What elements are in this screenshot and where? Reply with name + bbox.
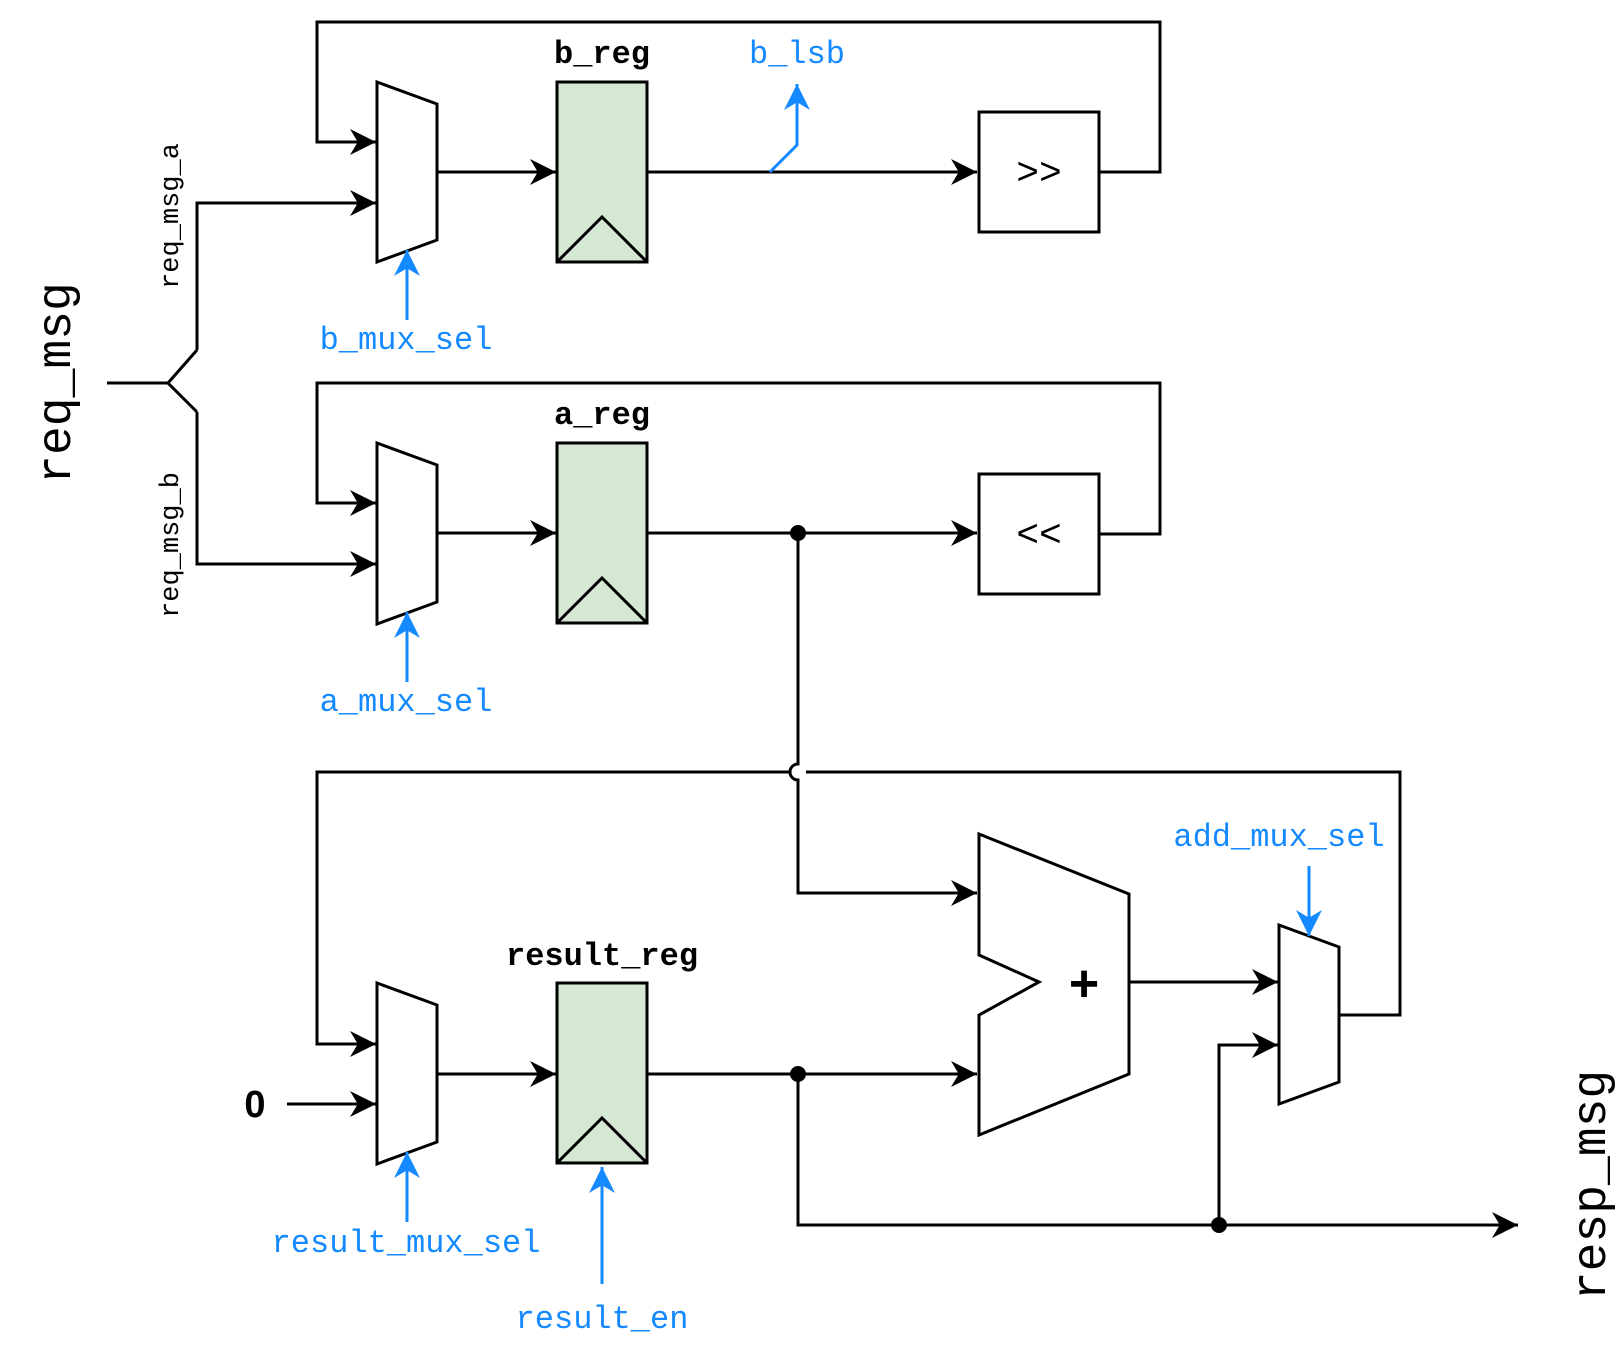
a-reg-clock-symbol bbox=[555, 575, 649, 625]
result-en-label: result_en bbox=[516, 1301, 689, 1338]
resp-msg-label: resp_msg bbox=[1566, 1070, 1620, 1300]
req-msg-label: req_msg bbox=[31, 282, 85, 484]
a-shift-feedback-wire bbox=[315, 381, 1162, 536]
a-reg-label: a_reg bbox=[554, 397, 650, 434]
req-msg-b-wire bbox=[195, 412, 376, 577]
add-mux-sel-label: add_mux_sel bbox=[1173, 819, 1384, 856]
b-lsb-tap-wire bbox=[768, 84, 810, 174]
a-reg-to-adder-wire bbox=[788, 533, 977, 906]
resp-msg-wire bbox=[796, 1074, 1518, 1238]
b-shift-feedback-wire bbox=[315, 20, 1162, 174]
req-msg-b-label: req_msg_b bbox=[157, 472, 187, 618]
req-msg-a-label: req_msg_a bbox=[157, 143, 187, 289]
b-reg-clock-symbol bbox=[555, 214, 649, 264]
a-reg-box bbox=[555, 441, 649, 625]
req-msg-a-wire bbox=[195, 190, 376, 350]
req-msg-split bbox=[165, 349, 199, 414]
adder bbox=[977, 831, 1131, 1138]
shift-left-block bbox=[977, 472, 1101, 596]
a-mux bbox=[375, 440, 439, 627]
adder-label: + bbox=[1069, 955, 1099, 1013]
shift-right-label: >> bbox=[1016, 153, 1062, 196]
result-mux-sel-label: result_mux_sel bbox=[272, 1225, 541, 1262]
b-reg-box bbox=[555, 80, 649, 264]
result-reg-box bbox=[555, 981, 649, 1165]
shift-left-label: << bbox=[1016, 515, 1062, 558]
b-reg-label: b_reg bbox=[554, 36, 650, 73]
result-to-add-mux-wire bbox=[1217, 1032, 1278, 1225]
b-lsb-label: b_lsb bbox=[749, 36, 845, 73]
add-mux-feedback-wire bbox=[315, 770, 1402, 1044]
b-mux-sel-label: b_mux_sel bbox=[320, 322, 493, 359]
constant-zero-label: 0 bbox=[244, 1084, 265, 1126]
result-mux bbox=[375, 980, 439, 1167]
result-reg-clock-symbol bbox=[555, 1115, 649, 1165]
shift-right-block bbox=[977, 110, 1101, 234]
add-mux bbox=[1277, 922, 1341, 1107]
a-mux-sel-label: a_mux_sel bbox=[320, 684, 493, 721]
b-mux bbox=[375, 79, 439, 265]
result-reg-label: result_reg bbox=[506, 938, 698, 975]
